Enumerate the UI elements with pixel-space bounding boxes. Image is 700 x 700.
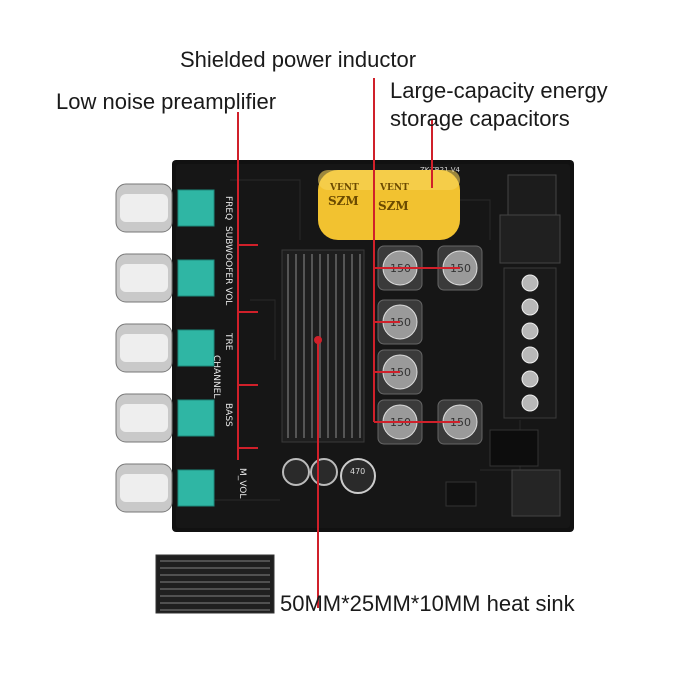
onboard-heat-sink (281, 249, 365, 443)
inductor-marking-3: 150 (390, 316, 411, 329)
energy-storage-capacitor: SZM SZM VENT VENT (318, 170, 460, 240)
potentiometer-3 (177, 329, 215, 367)
potentiometers (177, 189, 215, 507)
capacitors-label: Large-capacity energy storage capacitors (390, 77, 608, 133)
terminal-screw-1 (521, 274, 539, 292)
preamplifier-label: Low noise preamplifier (56, 89, 277, 114)
pointer-lines (237, 78, 460, 608)
terminal-screw-5 (521, 370, 539, 388)
audio-jack (511, 469, 561, 517)
silk-bass: BASS (223, 403, 233, 427)
capacitors-label-line2: storage capacitors (390, 106, 570, 131)
volume-knobs (115, 183, 173, 513)
silk-m-vol: M_VOL (237, 468, 247, 498)
silk-tre: TRE (223, 332, 233, 351)
inductor-marking-2: 150 (450, 262, 471, 275)
terminal-screw-3 (521, 322, 539, 340)
speaker-terminal-block (503, 267, 557, 419)
potentiometer-2 (177, 259, 215, 297)
capacitor-vent-2: VENT (379, 183, 409, 193)
silk-channel: CHANNEL (211, 355, 221, 398)
inductor-marking-6: 150 (450, 416, 471, 429)
bluetooth-module (489, 429, 539, 467)
silk-freq: FREQ (223, 196, 233, 220)
inductor-marking-4: 150 (390, 366, 411, 379)
loose-heat-sink (155, 554, 275, 614)
small-cap-marking: 470 (350, 467, 365, 476)
capacitors-label-line1: Large-capacity energy (390, 78, 608, 103)
capacitor-vent-1: VENT (329, 183, 359, 193)
ic-chip (445, 481, 477, 507)
capacitor-brand-2: SZM (378, 199, 409, 213)
dc-jack (507, 174, 557, 216)
terminal-screw-6 (521, 394, 539, 412)
connector-block (499, 214, 561, 264)
capacitor-brand-1: SZM (328, 194, 359, 208)
terminal-screw-2 (521, 298, 539, 316)
terminal-screw-4 (521, 346, 539, 364)
silk-subwoofer-vol: SUBWOOFER VOL (223, 226, 233, 305)
shielded-inductor-label: Shielded power inductor (180, 47, 417, 72)
potentiometer-5 (177, 469, 215, 507)
heat-sink-label: 50MM*25MM*10MM heat sink (280, 591, 575, 616)
potentiometer-4 (177, 399, 215, 437)
potentiometer-1 (177, 189, 215, 227)
